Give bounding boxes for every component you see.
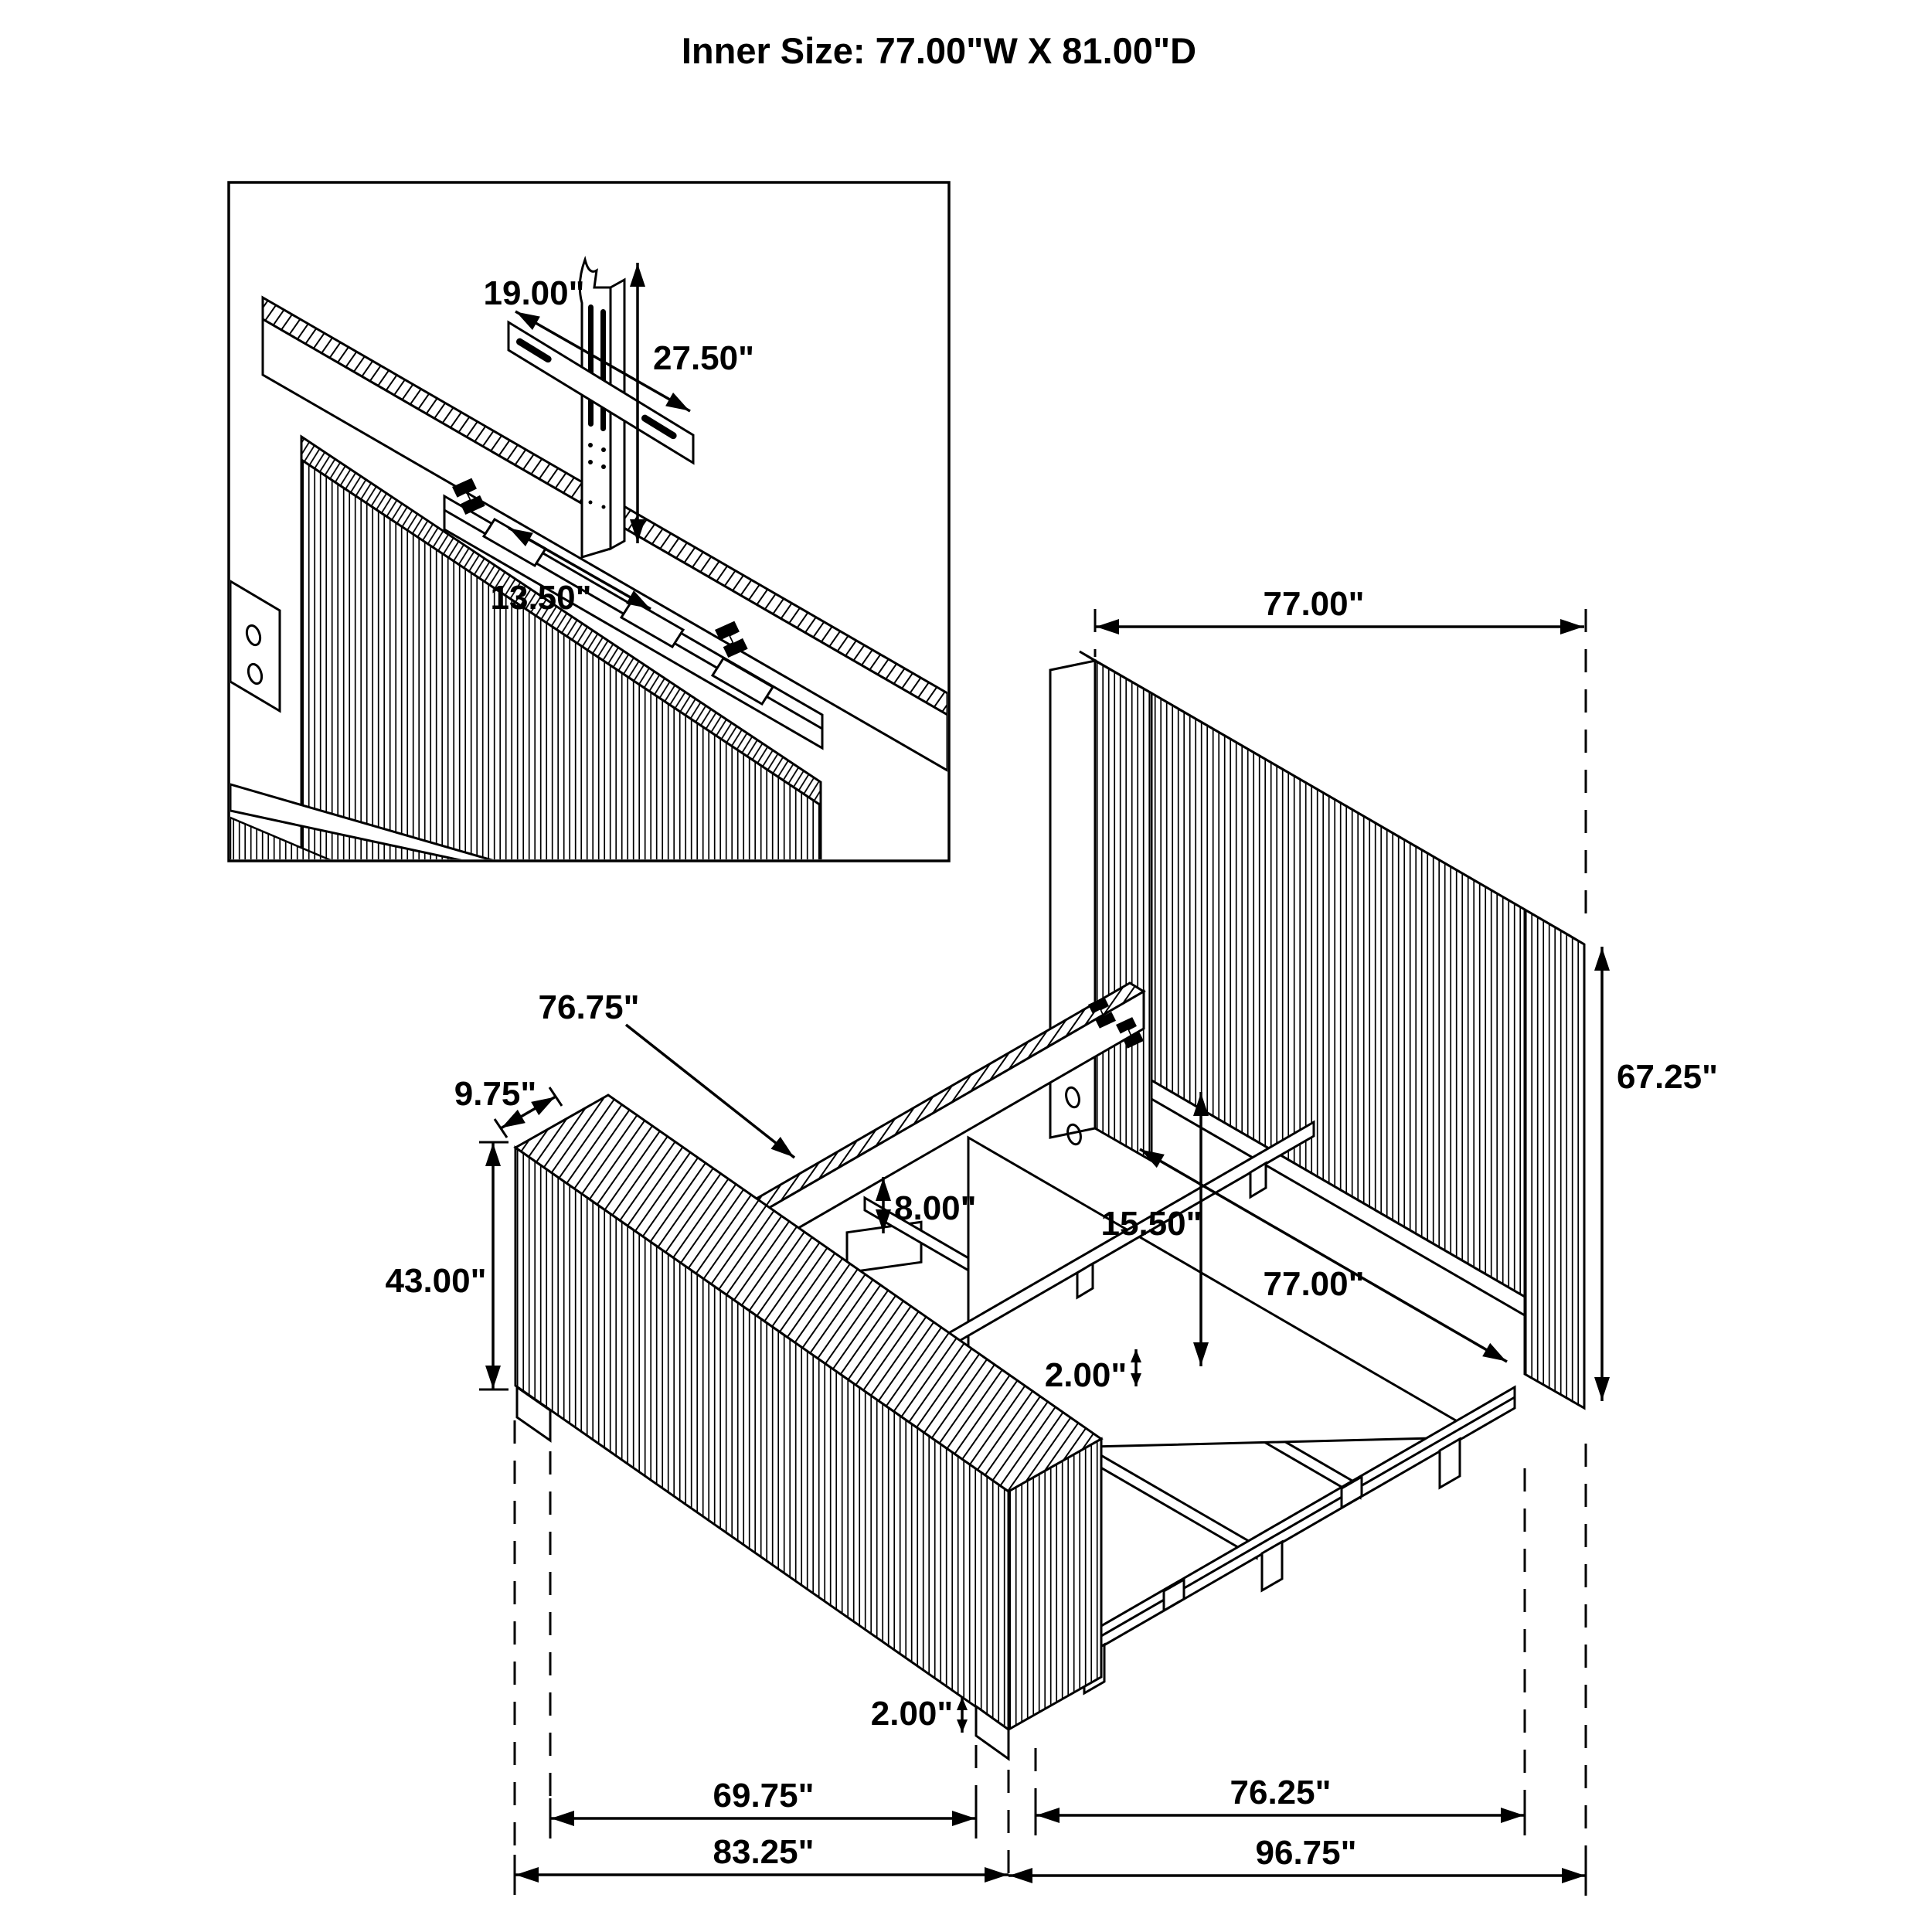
dim-slat-to-headboard-gap: 15.50": [1101, 1205, 1202, 1243]
footboard-leg: [515, 1385, 552, 1443]
dim-span-outer-left: 83.25": [713, 1833, 815, 1871]
rail-hinge-clip: [1116, 1017, 1145, 1049]
dim-headboard-height: 67.25": [1617, 1058, 1718, 1096]
rail-hinge-clip: [1088, 997, 1117, 1029]
front-rail-lug: [1340, 1475, 1363, 1510]
headboard-side-hole: [1066, 1123, 1082, 1146]
inset-post-hole: [588, 460, 593, 464]
inset-post-hole: [601, 447, 606, 452]
inset-hinge-clip: [452, 478, 485, 515]
headboard-right-wing: [1523, 907, 1586, 1410]
inset-hinge-clip: [715, 621, 748, 658]
inset-post-hole: [601, 464, 606, 469]
inset-plate-hole: [247, 662, 264, 685]
page-title: Inner Size: 77.00"W X 81.00"D: [682, 30, 1196, 71]
inset-post-hole: [588, 443, 593, 447]
dim-foot-leg-height: 2.00": [871, 1695, 954, 1733]
inset-cleat-block: [710, 656, 775, 706]
dim-footboard-height: 43.00": [386, 1262, 487, 1300]
inset-cleat-block: [619, 598, 685, 649]
dim-line-footboard-depth: [500, 1095, 556, 1130]
dim-span-footboard-to-leg: 69.75": [713, 1777, 815, 1815]
inset-post-slot: [600, 309, 606, 431]
dim-line-inner-width: [1139, 1148, 1508, 1363]
headboard-left-wing: [1094, 658, 1153, 1163]
extension-lines: [513, 609, 1587, 1889]
inset-plate-hole: [245, 624, 262, 647]
dim-line-cleat-offset: [508, 526, 651, 611]
dim-line-bracket-width: [515, 310, 691, 413]
inset-bottom-rail: [230, 783, 494, 859]
dim-tick: [493, 1118, 509, 1138]
footboard-front-leg: [975, 1704, 1010, 1761]
front-rail-lug: [1162, 1577, 1185, 1613]
inset-corner-ribs: [230, 816, 332, 859]
dim-bracket-width: 19.00": [484, 274, 585, 312]
dim-leader-side-rail: [624, 1023, 796, 1159]
inset-headboard-ribs: [300, 457, 822, 859]
inset-post-slot: [588, 304, 594, 427]
footboard: [513, 1094, 1104, 1761]
front-rail-foot: [1260, 1539, 1284, 1593]
dim-span-outer-right: 96.75": [1256, 1834, 1357, 1872]
front-rail-foot: [1438, 1437, 1461, 1490]
dim-side-rail-length: 76.75": [539, 988, 640, 1026]
dim-footboard-depth: 9.75": [454, 1075, 537, 1113]
dim-inner-width: 77.00": [1264, 1265, 1365, 1303]
headboard-side-hole: [1065, 1086, 1080, 1109]
dim-span-leg-to-headboard: 76.25": [1230, 1774, 1332, 1811]
dim-slat-thickness: 2.00": [1045, 1356, 1128, 1394]
dim-bracket-height: 27.50": [653, 339, 754, 377]
dim-tick: [548, 1087, 563, 1107]
dim-headboard-width: 77.00": [1264, 585, 1365, 623]
dim-cleat-offset: 13.50": [491, 579, 592, 617]
inset-post-hole: [588, 500, 593, 505]
inset-bar-slot: [641, 414, 677, 440]
main-isometric-view: 77.00" 67.25" 76.75" 9.75" 43.00" 8.00" …: [386, 585, 1718, 1896]
footboard-end-face: [1007, 1437, 1103, 1732]
detail-inset: 19.00" 27.50" 13.50": [227, 181, 951, 862]
inset-post-hole: [601, 505, 606, 509]
dim-rail-to-slat-gap: 8.00": [894, 1189, 977, 1227]
center-rail-leg: [1076, 1261, 1094, 1300]
dimensions: 77.00" 67.25" 76.75" 9.75" 43.00" 8.00" …: [386, 585, 1718, 1896]
